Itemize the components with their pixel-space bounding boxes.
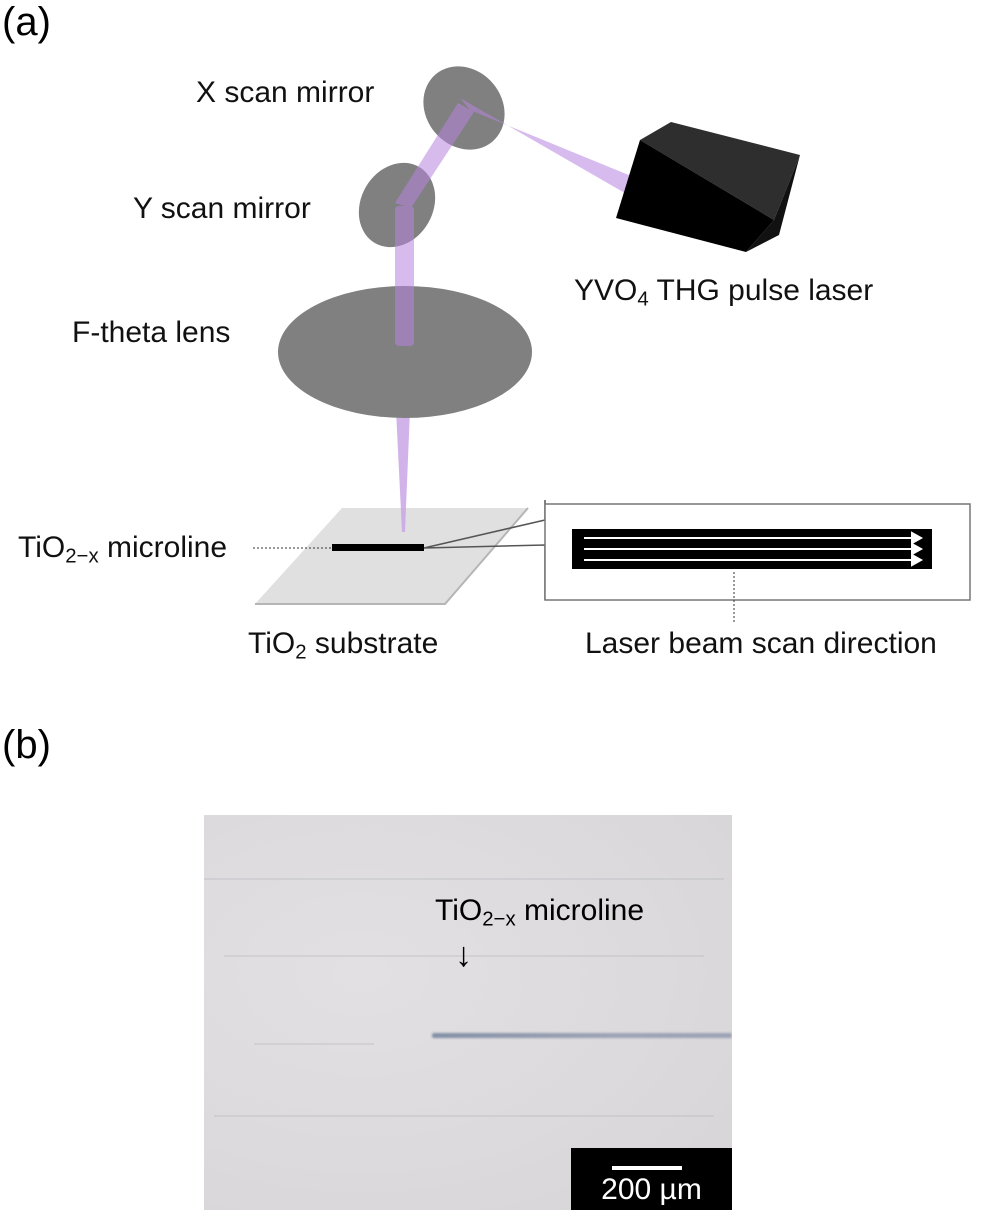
focused-beam — [396, 410, 410, 532]
laser-label: YVO4 THG pulse laser — [574, 274, 874, 311]
scale-bar-label: 200 µm — [601, 1173, 702, 1206]
y-scan-mirror-label: Y scan mirror — [133, 192, 311, 225]
microline-in-photo — [432, 1033, 732, 1038]
tio2-substrate-plate — [255, 507, 529, 605]
scale-bar — [612, 1166, 682, 1170]
microscope-photo: TiO2−x microline ↓ 200 µm — [204, 815, 732, 1210]
scan-direction-label: Laser beam scan direction — [585, 627, 937, 660]
panel-a-label: (a) — [2, 0, 51, 44]
laser-beam-path — [395, 98, 636, 346]
down-arrow-icon: ↓ — [455, 936, 472, 974]
laser-head-icon — [616, 122, 800, 252]
scale-bar-box: 200 µm — [571, 1148, 732, 1210]
photo-microline-label: TiO2−x microline — [435, 894, 645, 931]
f-theta-lens-label: F-theta lens — [72, 316, 231, 349]
f-theta-lens — [278, 286, 532, 418]
substrate-label: TiO2 substrate — [248, 627, 439, 664]
scan-arrows — [584, 531, 924, 567]
laser-setup-schematic — [253, 66, 971, 622]
microline-label: TiO2−x microline — [18, 531, 228, 568]
x-scan-mirror-label: X scan mirror — [196, 76, 375, 109]
panel-b-label: (b) — [2, 723, 51, 767]
microline-on-substrate — [332, 544, 424, 551]
